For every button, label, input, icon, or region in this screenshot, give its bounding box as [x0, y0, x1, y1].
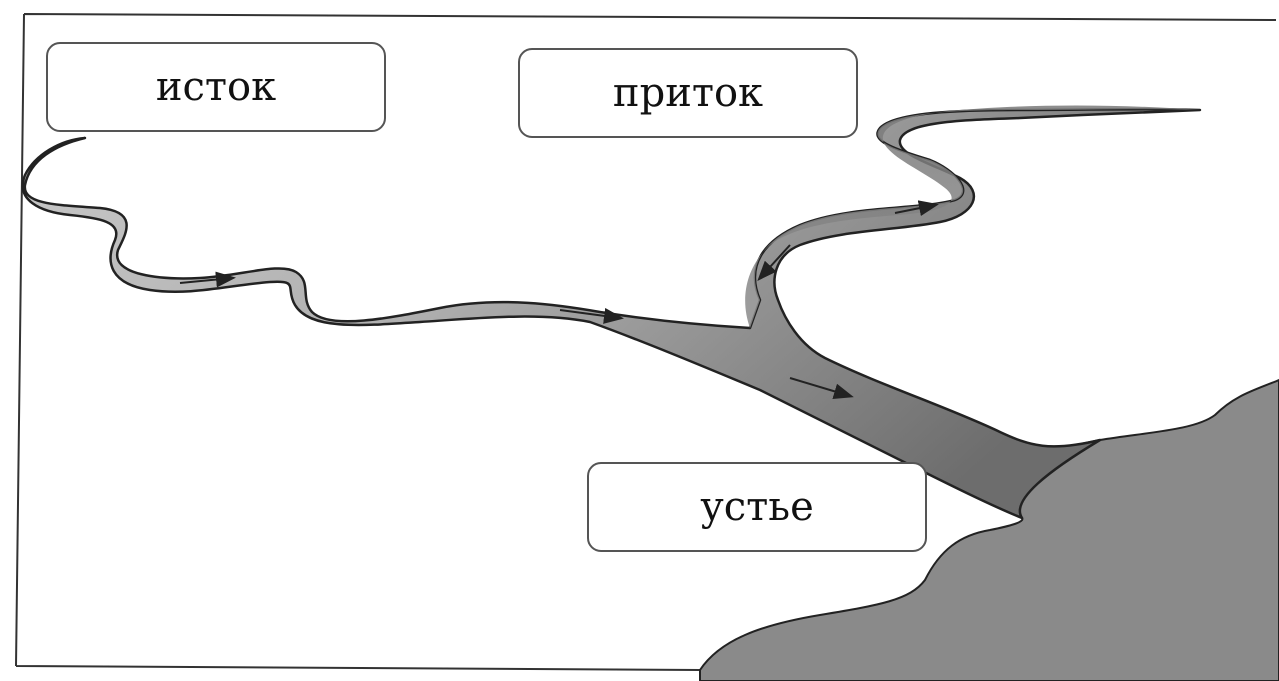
label-tributary: приток [518, 48, 858, 138]
label-source-text: исток [156, 64, 276, 110]
tributary [745, 106, 1200, 329]
label-source: исток [46, 42, 386, 132]
label-mouth-text: устье [700, 484, 814, 530]
label-tributary-text: приток [613, 70, 763, 116]
label-mouth: устье [587, 462, 927, 552]
main-river [23, 109, 1200, 518]
